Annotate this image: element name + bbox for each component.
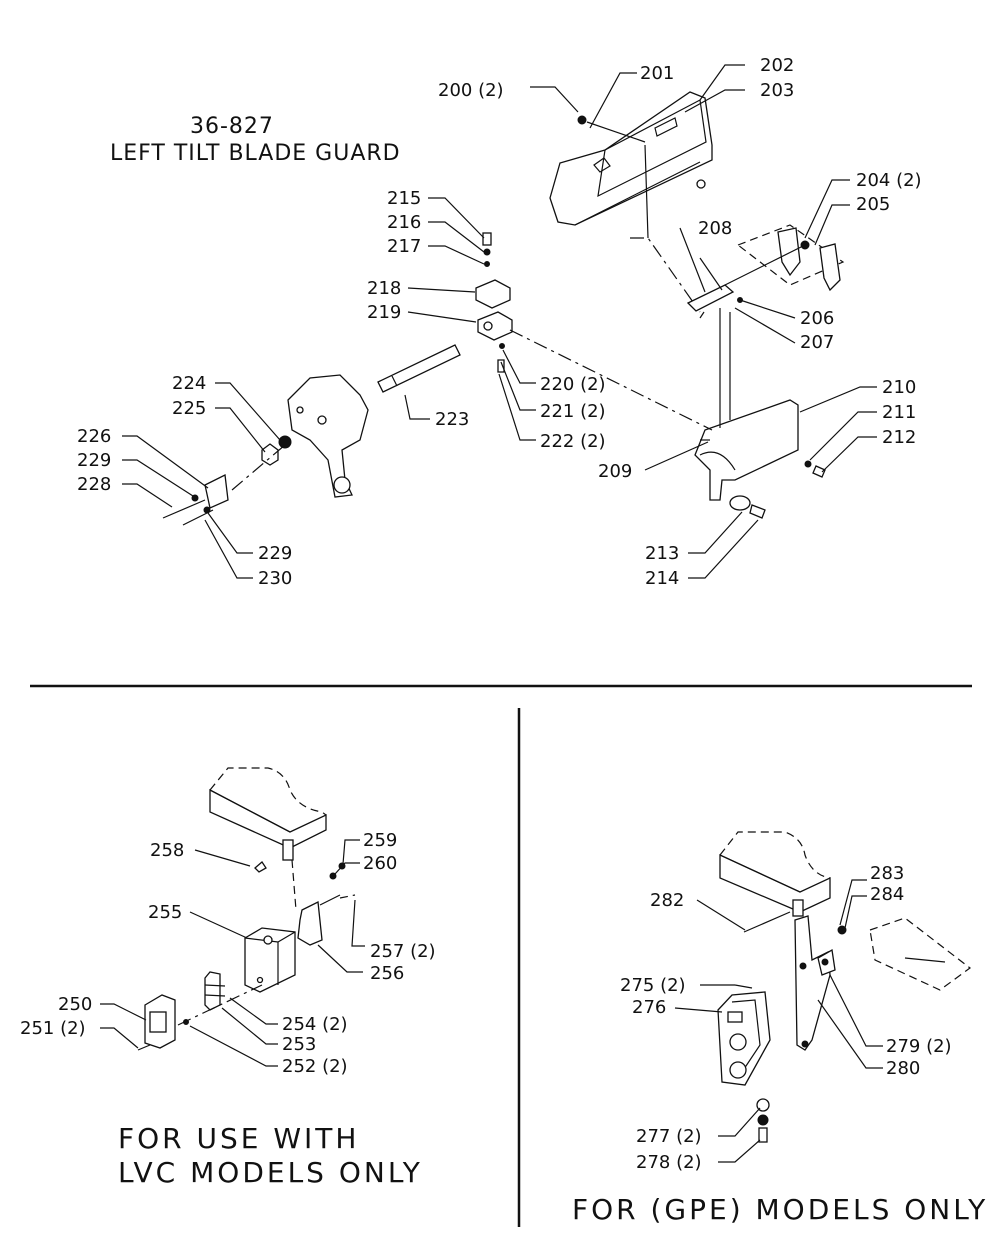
- gpe-bracket: [743, 911, 847, 1051]
- label-226: 226: [77, 426, 111, 447]
- label-206: 206: [800, 308, 834, 329]
- label-283: 283: [870, 863, 904, 884]
- label-230: 230: [258, 568, 292, 589]
- label-275: 275 (2): [620, 975, 686, 996]
- label-211: 211: [882, 402, 916, 423]
- label-204: 204 (2): [856, 170, 922, 191]
- label-213: 213: [645, 543, 679, 564]
- label-277: 277 (2): [636, 1126, 702, 1147]
- gpe-callouts: [674, 879, 883, 1163]
- anti-kickback-pawls: [724, 224, 845, 292]
- label-229b: 229: [258, 543, 292, 564]
- label-253: 253: [282, 1034, 316, 1055]
- top-callouts: [122, 64, 877, 579]
- label-255: 255: [148, 902, 182, 923]
- label-201: 201: [640, 63, 674, 84]
- label-203: 203: [760, 80, 794, 101]
- gpe-table-corner: [719, 831, 971, 991]
- blade-guard-hood: [549, 91, 713, 226]
- label-225: 225: [172, 398, 206, 419]
- label-210: 210: [882, 377, 916, 398]
- label-202: 202: [760, 55, 794, 76]
- label-215: 215: [387, 188, 421, 209]
- screw-200: [577, 115, 646, 143]
- label-209: 209: [598, 461, 632, 482]
- label-217: 217: [387, 236, 421, 257]
- label-252: 252 (2): [282, 1056, 348, 1077]
- lvc-table-corner: [209, 767, 327, 861]
- label-218: 218: [367, 278, 401, 299]
- label-228: 228: [77, 474, 111, 495]
- label-278: 278 (2): [636, 1152, 702, 1173]
- label-223: 223: [435, 409, 469, 430]
- label-251: 251 (2): [20, 1018, 86, 1039]
- lvc-switch-parts: [137, 859, 356, 1051]
- label-207: 207: [800, 332, 834, 353]
- model-number: 36-827: [190, 114, 274, 139]
- label-254: 254 (2): [282, 1014, 348, 1035]
- label-221: 221 (2): [540, 401, 606, 422]
- lvc-callouts: [100, 839, 365, 1067]
- guard-bracket: [694, 308, 826, 519]
- clamp-blocks: [475, 232, 713, 431]
- label-259: 259: [363, 830, 397, 851]
- lvc-caption-line2: LVC MODELS ONLY: [118, 1156, 423, 1189]
- gpe-caption: FOR (GPE) MODELS ONLY: [572, 1193, 988, 1226]
- label-260: 260: [363, 853, 397, 874]
- splitter-assembly: [630, 144, 743, 319]
- label-229a: 229: [77, 450, 111, 471]
- label-222: 222 (2): [540, 431, 606, 452]
- trunnion: [261, 374, 369, 498]
- label-250: 250: [58, 994, 92, 1015]
- lvc-caption-line1: FOR USE WITH: [118, 1122, 359, 1155]
- diagram-title: LEFT TILT BLADE GUARD: [110, 141, 401, 166]
- label-284: 284: [870, 884, 904, 905]
- label-220: 220 (2): [540, 374, 606, 395]
- label-280: 280: [886, 1058, 920, 1079]
- label-205: 205: [856, 194, 890, 215]
- label-256: 256: [370, 963, 404, 984]
- label-208: 208: [698, 218, 732, 239]
- label-200: 200 (2): [438, 80, 504, 101]
- label-276: 276: [632, 997, 666, 1018]
- label-282: 282: [650, 890, 684, 911]
- label-257: 257 (2): [370, 941, 436, 962]
- label-219: 219: [367, 302, 401, 323]
- label-216: 216: [387, 212, 421, 233]
- label-212: 212: [882, 427, 916, 448]
- label-214: 214: [645, 568, 679, 589]
- rod-bracket: [162, 444, 286, 526]
- label-258: 258: [150, 840, 184, 861]
- label-279: 279 (2): [886, 1036, 952, 1057]
- support-rod: [377, 344, 461, 393]
- label-224: 224: [172, 373, 206, 394]
- gpe-switch-box: [717, 984, 771, 1143]
